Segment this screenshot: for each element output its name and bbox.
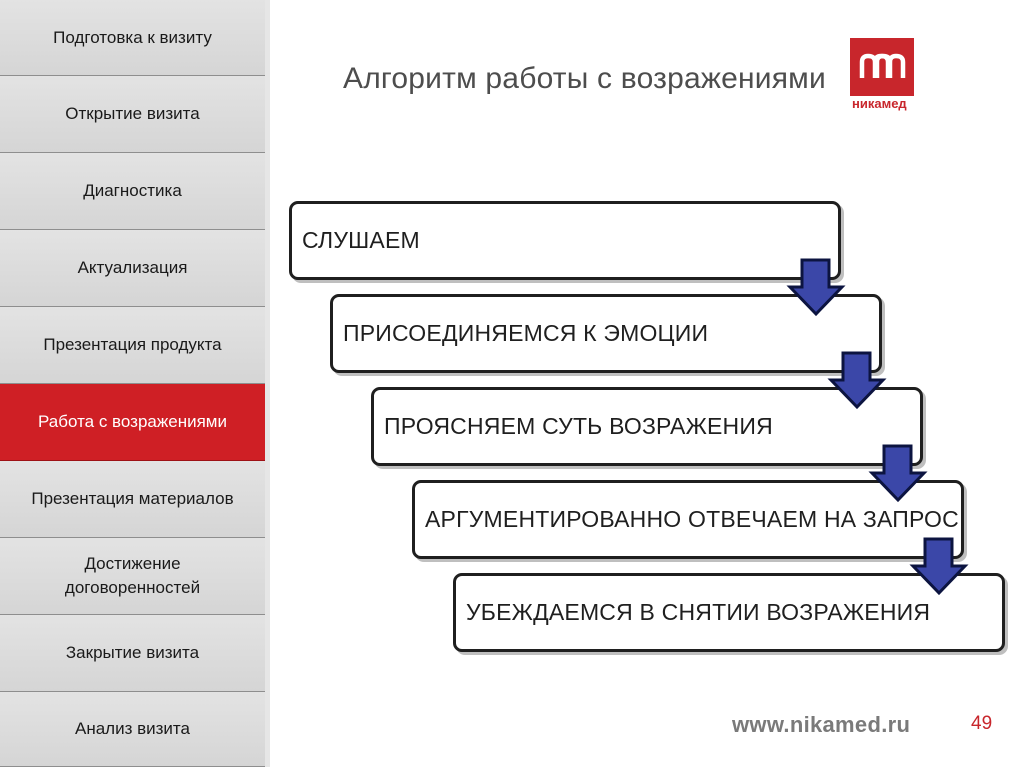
page-title: Алгоритм работы с возражениями [343, 62, 826, 95]
company-logo: никамед [850, 38, 916, 116]
step-text: УБЕЖДАЕМСЯ В СНЯТИИ ВОЗРАЖЕНИЯ [466, 599, 931, 625]
arrow-down-icon [868, 444, 928, 503]
sidebar-item-label: Презентация продукта [43, 335, 222, 354]
step-box-2: ПРИСОЕДИНЯЕМСЯ К ЭМОЦИИ [330, 294, 882, 373]
arrow-down-icon [786, 258, 846, 317]
arrow-down-icon [827, 351, 887, 410]
step-box-3: ПРОЯСНЯЕМ СУТЬ ВОЗРАЖЕНИЯ [371, 387, 923, 466]
sidebar-item-opening[interactable]: Открытие визита [0, 76, 265, 153]
step-box-1: СЛУШАЕМ [289, 201, 841, 280]
sidebar-item-label: Презентация материалов [31, 489, 234, 508]
sidebar-item-closing[interactable]: Закрытие визита [0, 615, 265, 692]
sidebar-item-label: Анализ визита [75, 719, 190, 738]
footer-url[interactable]: www.nikamed.ru [732, 712, 911, 737]
sidebar-item-label: Подготовка к визиту [53, 27, 212, 47]
logo-m-icon [859, 53, 906, 78]
sidebar-item-agreements[interactable]: Достижение договоренностей [0, 538, 265, 615]
logo-mark [850, 38, 914, 96]
sidebar: Подготовка к визиту Открытие визита Диаг… [0, 0, 270, 767]
sidebar-item-preparation[interactable]: Подготовка к визиту [0, 0, 265, 76]
sidebar-item-actualization[interactable]: Актуализация [0, 230, 265, 307]
sidebar-item-objections[interactable]: Работа с возражениями [0, 384, 265, 461]
page-number: 49 [971, 713, 993, 734]
step-text: АРГУМЕНТИРОВАННО ОТВЕЧАЕМ НА ЗАПРОС [425, 506, 959, 532]
sidebar-item-diagnostics[interactable]: Диагностика [0, 153, 265, 230]
step-text: СЛУШАЕМ [302, 227, 420, 253]
sidebar-item-label: Актуализация [77, 258, 188, 277]
step-box-5: УБЕЖДАЕМСЯ В СНЯТИИ ВОЗРАЖЕНИЯ [453, 573, 1005, 652]
logo-text: никамед [852, 96, 907, 111]
step-box-4: АРГУМЕНТИРОВАННО ОТВЕЧАЕМ НА ЗАПРОС [412, 480, 964, 559]
sidebar-item-product-presentation[interactable]: Презентация продукта [0, 307, 265, 384]
sidebar-edge [265, 0, 270, 767]
sidebar-item-label: Открытие визита [65, 104, 200, 123]
sidebar-item-label: Закрытие визита [65, 643, 200, 662]
step-text: ПРИСОЕДИНЯЕМСЯ К ЭМОЦИИ [343, 320, 709, 346]
step-text: ПРОЯСНЯЕМ СУТЬ ВОЗРАЖЕНИЯ [384, 413, 773, 439]
sidebar-item-analysis[interactable]: Анализ визита [0, 692, 265, 767]
sidebar-item-label: Работа с возражениями [38, 412, 227, 431]
sidebar-item-materials-presentation[interactable]: Презентация материалов [0, 461, 265, 538]
sidebar-item-label: Достижение договоренностей [64, 554, 201, 597]
arrow-down-icon [909, 537, 969, 596]
sidebar-item-label: Диагностика [83, 181, 182, 200]
